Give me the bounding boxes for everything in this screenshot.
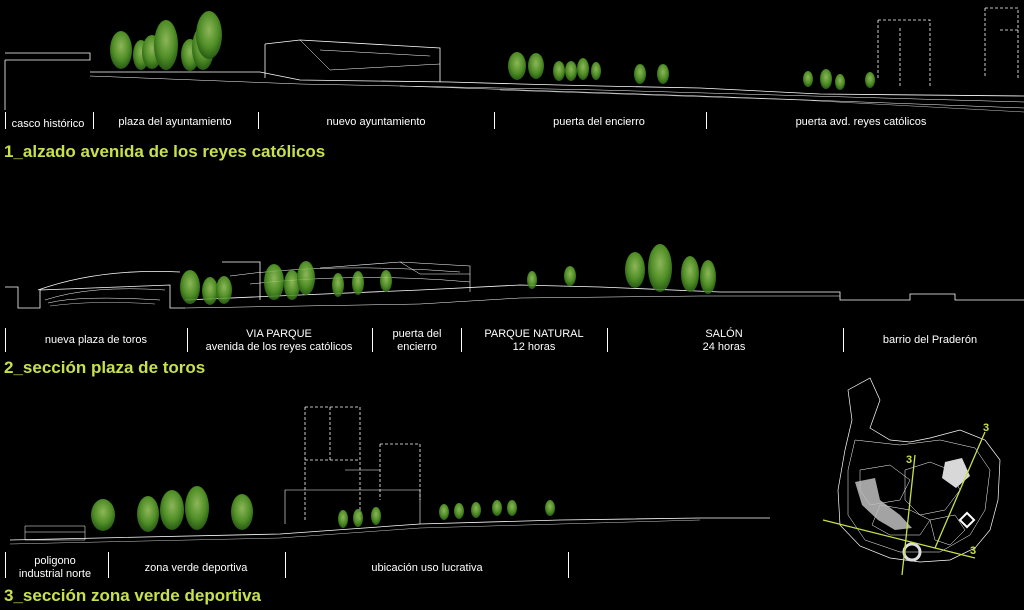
- label-plaza-ayuntamiento: plaza del ayuntamiento: [118, 116, 232, 128]
- divider-tick: [706, 112, 707, 129]
- label-barrio-praderon: barrio del Praderón: [882, 334, 978, 346]
- label-puerta-del-sub: encierro: [397, 341, 437, 353]
- label-puerta-encierro: puerta del encierro: [553, 116, 645, 128]
- label-nueva-plaza-toros: nueva plaza de toros: [44, 334, 148, 346]
- elevation-1-drawing: [4, 7, 1024, 113]
- trees-section-2: [180, 244, 716, 305]
- section-2-drawing: [5, 261, 1024, 309]
- divider-tick: [108, 552, 109, 578]
- label-via-parque: VIA PARQUE avenida de los reyes católico…: [190, 328, 368, 354]
- divider-tick: [258, 112, 259, 129]
- divider-tick: [5, 328, 6, 352]
- section-3-title: 3_sección zona verde deportiva: [4, 586, 261, 605]
- label-nuevo-ayuntamiento: nuevo ayuntamiento: [326, 116, 426, 128]
- section-2-title: 2_sección plaza de toros: [4, 358, 206, 377]
- key-plan-highlights: [855, 458, 976, 562]
- divider-tick: [5, 112, 6, 129]
- section-cut-lines: [822, 431, 986, 576]
- label-salon-sub: 24 horas: [702, 341, 746, 353]
- divider-tick: [5, 552, 6, 578]
- key-plan-marker: 3: [983, 422, 990, 434]
- label-salon-main: SALÓN: [705, 328, 743, 340]
- trees-section-3: [91, 486, 555, 532]
- divider-tick: [372, 328, 373, 352]
- divider-tick: [843, 328, 844, 352]
- divider-tick: [187, 328, 188, 352]
- label-puerta-del-main: puerta del: [392, 328, 442, 340]
- divider-tick: [568, 552, 569, 578]
- trees-section-1: [110, 11, 875, 90]
- label-puerta-reyes-catolicos: puerta avd. reyes católicos: [795, 116, 927, 128]
- divider-tick: [461, 328, 462, 352]
- label-ubicacion-uso-lucrativa: ubicación uso lucrativa: [371, 562, 483, 574]
- section-1-title: 1_alzado avenida de los reyes católicos: [4, 142, 326, 161]
- label-poligono-main: poligono: [34, 555, 76, 567]
- key-plan-marker: 3: [970, 545, 977, 557]
- label-zona-verde-deportiva: zona verde deportiva: [144, 562, 248, 574]
- label-parque-natural-sub: 12 horas: [512, 341, 556, 353]
- divider-tick: [285, 552, 286, 578]
- label-casco-historico: casco histórico: [11, 118, 85, 130]
- label-parque-natural-main: PARQUE NATURAL: [484, 328, 584, 340]
- label-parque-natural: PARQUE NATURAL 12 horas: [464, 328, 604, 354]
- key-plan-marker: 3: [906, 454, 913, 466]
- key-plan-map: [837, 377, 1001, 563]
- divider-tick: [93, 112, 94, 129]
- label-salon: SALÓN 24 horas: [610, 328, 838, 354]
- divider-tick: [607, 328, 608, 352]
- label-poligono-sub: industrial norte: [18, 568, 92, 580]
- label-via-parque-main: VIA PARQUE: [246, 328, 312, 340]
- section-3-drawing: [9, 406, 770, 545]
- divider-tick: [494, 112, 495, 129]
- label-poligono-industrial: poligono industrial norte: [6, 555, 104, 581]
- label-puerta-del-encierro: puerta del encierro: [375, 328, 459, 354]
- label-via-parque-sub: avenida de los reyes católicos: [205, 341, 353, 353]
